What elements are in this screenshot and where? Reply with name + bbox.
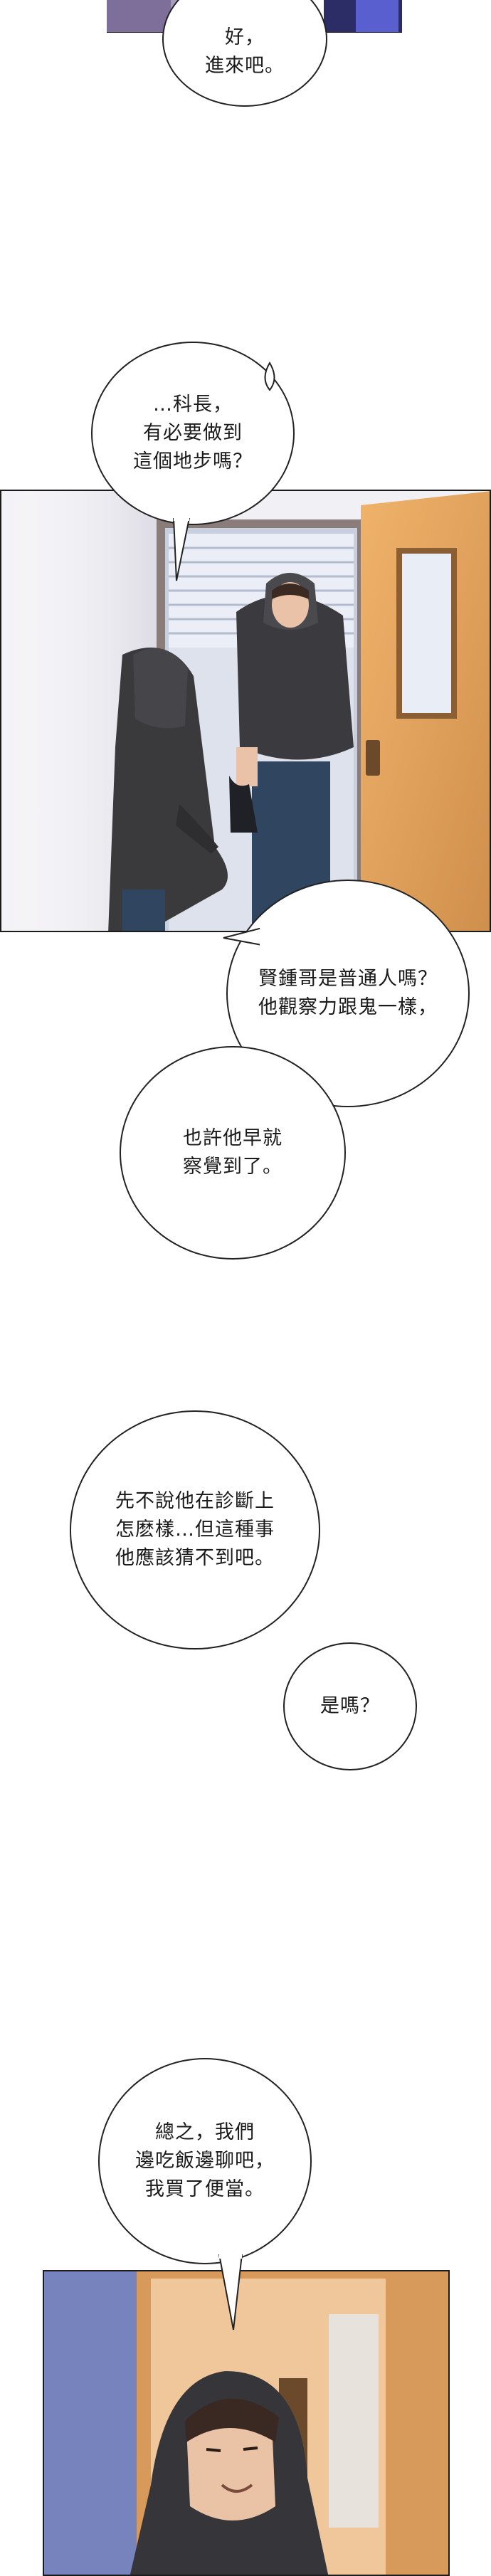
panel-doorway-man [43, 2270, 450, 2576]
corridor-illustration [1, 491, 490, 931]
speech-bubble-2-tail [172, 518, 191, 581]
speech-bubble-5-text: 先不說他在診斷上 怎麽樣…但這種事 他應該猜不到吧。 [115, 1490, 275, 1569]
speech-bubble-7: 總之，我們 邊吃飯邊聊吧， 我買了便當。 [98, 2058, 312, 2264]
speech-bubble-2: …科長， 有必要做到 這個地步嗎？ [91, 342, 295, 525]
speech-bubble-7-tail [218, 2254, 243, 2330]
speech-bubble-1-text: 好， 進來吧。 [205, 26, 285, 77]
speech-bubble-4-text: 也許他早就 察覺到了。 [183, 1127, 283, 1178]
speech-bubble-6-text: 是嗎？ [320, 1695, 380, 1717]
speech-bubble-5: 先不說他在診斷上 怎麽樣…但這種事 他應該猜不到吧。 [70, 1410, 320, 1649]
speech-bubble-3-text: 賢鍾哥是普通人嗎？ 他觀察力跟鬼一樣， [258, 968, 438, 1018]
speech-bubble-7-text: 總之，我們 邊吃飯邊聊吧， 我買了便當。 [135, 2121, 275, 2200]
speech-bubble-4: 也許他早就 察覺到了。 [120, 1046, 346, 1260]
speech-bubble-1: 好， 進來吧。 [162, 0, 327, 107]
hooded-figure [108, 648, 228, 931]
speech-bubble-3-tail [223, 927, 263, 948]
doorway-illustration [44, 2271, 448, 2575]
sweat-drop-icon [264, 361, 275, 391]
speech-bubble-6: 是嗎？ [283, 1642, 417, 1770]
panel-corridor [0, 490, 491, 932]
speech-bubble-2-text: …科長， 有必要做到 這個地步嗎？ [133, 394, 253, 473]
